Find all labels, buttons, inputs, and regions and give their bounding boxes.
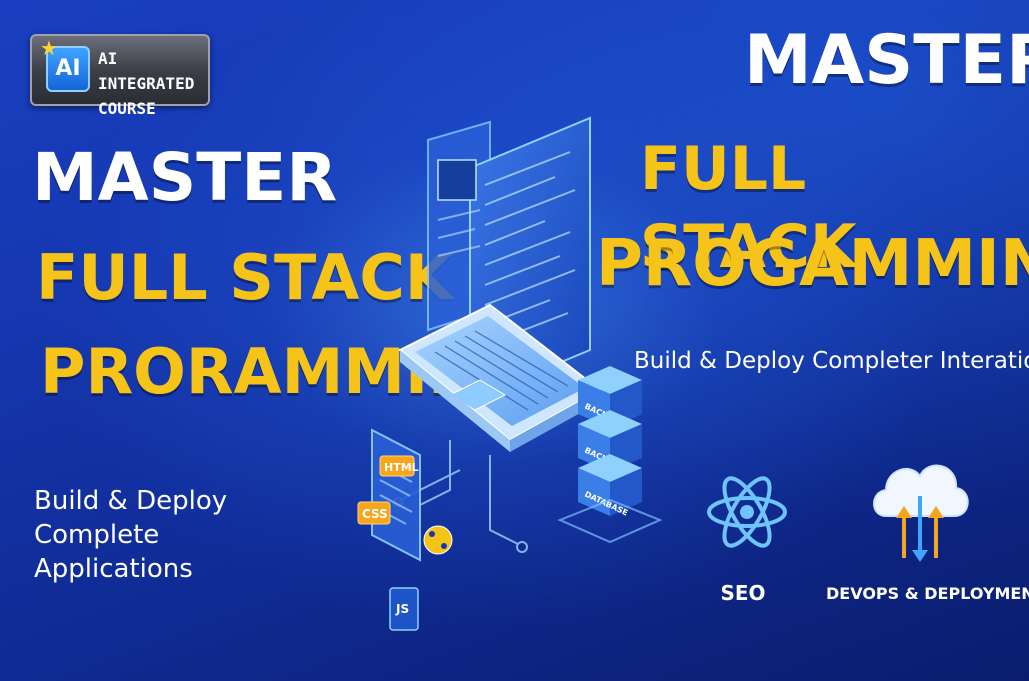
react-atom-icon xyxy=(707,476,787,548)
js-tag-icon xyxy=(389,587,419,631)
badge-text: AI INTEGRATED COURSE xyxy=(98,46,208,121)
css-tag-text: CSS xyxy=(362,507,388,521)
left-heading-master: MASTER xyxy=(32,139,338,216)
monitor-panels xyxy=(427,116,591,402)
left-subtitle-line2: Applications xyxy=(34,554,193,584)
devops-label: DEVOPS & DEPLOYMENT xyxy=(826,584,1029,603)
tech-illustration: BACK END BACK END DATABASE xyxy=(357,116,663,631)
laptop-icon xyxy=(398,303,602,452)
right-heading-programming: PROGAMMING xyxy=(596,227,1029,301)
css-tag-icon xyxy=(357,501,391,525)
badge-line1: AI INTEGRATED xyxy=(98,49,195,93)
code-card: HTML CSS JS xyxy=(357,428,453,631)
ai-integrated-badge: AI ★ AI INTEGRATED COURSE xyxy=(30,34,210,118)
server-stack-icon: BACK END BACK END DATABASE xyxy=(557,366,663,544)
right-heading-full-stack: FULL STACK xyxy=(640,134,857,282)
badge-line2: COURSE xyxy=(98,99,156,118)
html-tag-icon xyxy=(379,455,415,477)
seo-label: SEO xyxy=(720,581,766,605)
right-heading-master: MASTER xyxy=(744,21,1029,100)
left-heading-full-stack: FULL STACK xyxy=(36,241,453,314)
js-tag-text: JS xyxy=(395,602,409,616)
star-icon: ★ xyxy=(40,36,58,60)
ai-chip-icon: AI xyxy=(46,46,90,92)
right-subtitle: Build & Deploy Completer Interations xyxy=(634,348,1029,374)
left-subtitle: Build & Deploy Complete Applications xyxy=(34,484,354,586)
html-tag-text: HTML xyxy=(384,461,419,474)
python-icon xyxy=(423,525,453,555)
cloud-sync-icon xyxy=(873,464,969,562)
left-subtitle-line1: Build & Deploy Complete xyxy=(34,486,228,550)
ai-chip-text: AI xyxy=(55,56,81,81)
